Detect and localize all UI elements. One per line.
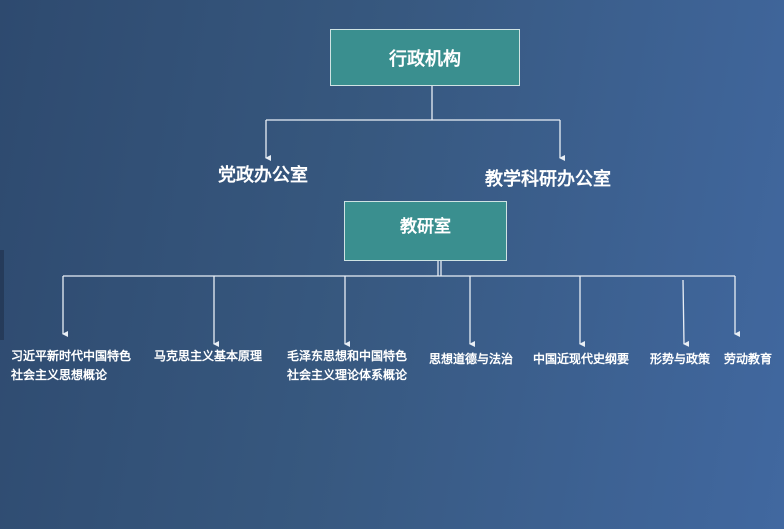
- course-line: 社会主义思想概论: [11, 368, 108, 382]
- node-administration: 行政机构: [330, 29, 520, 86]
- course-line: 思想道德与法治: [429, 352, 514, 366]
- arrow-to-course-6: [682, 279, 690, 347]
- course-line: 社会主义理论体系概论: [287, 368, 408, 382]
- node-administration-label: 行政机构: [389, 48, 461, 70]
- node-party-office: 党政办公室: [218, 165, 308, 186]
- course-line: 形势与政策: [650, 352, 711, 366]
- bottom-connector-group: [62, 261, 740, 347]
- course-modern-history: 中国近现代史纲要: [533, 350, 629, 369]
- course-mao-thought: 毛泽东思想和中国特色 社会主义理论体系概论: [287, 347, 407, 385]
- course-line: 毛泽东思想和中国特色: [287, 349, 408, 363]
- node-teaching-research-office: 教学科研办公室: [485, 169, 611, 190]
- course-labor-education: 劳动教育: [724, 350, 772, 369]
- left-edge-shadow: [0, 250, 4, 340]
- course-xi-thought: 习近平新时代中国特色 社会主义思想概论: [11, 347, 131, 385]
- top-connector-group: [265, 86, 565, 161]
- course-line: 习近平新时代中国特色: [11, 349, 132, 363]
- course-line: 中国近现代史纲要: [533, 352, 630, 366]
- course-line: 马克思主义基本原理: [154, 349, 263, 363]
- node-research-office: 教研室: [344, 201, 507, 261]
- course-situation-policy: 形势与政策: [650, 350, 710, 369]
- node-research-office-label: 教研室: [400, 216, 451, 237]
- course-line: 劳动教育: [724, 352, 773, 366]
- course-marxism-principles: 马克思主义基本原理: [154, 347, 262, 366]
- course-morality-law: 思想道德与法治: [429, 350, 513, 369]
